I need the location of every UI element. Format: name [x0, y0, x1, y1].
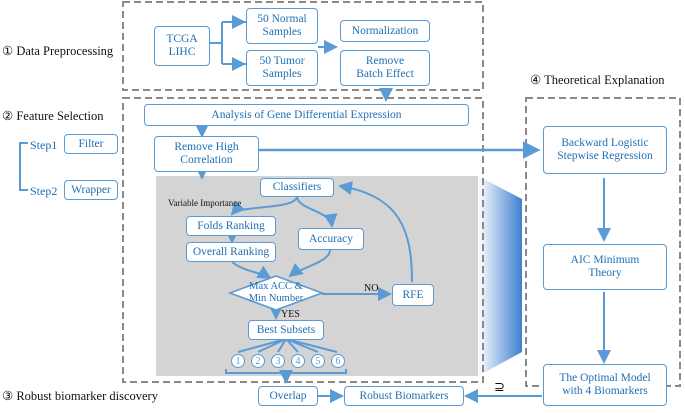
rfe-box: RFE — [392, 284, 434, 306]
best-subsets-box: Best Subsets — [248, 320, 324, 340]
no-label: NO — [364, 283, 379, 294]
tcga-lihc-box: TCGA LIHC — [154, 26, 210, 66]
tumor-samples-box: 50 Tumor Samples — [246, 50, 318, 86]
subset-circle-1: 1 — [231, 354, 245, 368]
aic-minimum-label: AIC Minimum Theory — [570, 254, 640, 279]
tumor-samples-label: 50 Tumor Samples — [259, 55, 305, 80]
wrapper-label: Wrapper — [71, 183, 111, 196]
wrapper-panel — [156, 176, 478, 376]
analysis-box: Analysis of Gene Differential Expression — [144, 104, 469, 126]
superset-symbol: ⊇ — [494, 379, 505, 394]
overlap-box: Overlap — [258, 386, 318, 406]
remove-batch-label: Remove Batch Effect — [356, 55, 414, 80]
normalization-box: Normalization — [340, 20, 430, 42]
subset-circle-5: 5 — [311, 354, 325, 368]
yes-label: YES — [281, 309, 300, 320]
section-theoretical-explanation: ④ Theoretical Explanation — [530, 73, 665, 87]
optimal-model-label: The Optimal Model with 4 Biomarkers — [559, 372, 651, 397]
max-acc-label: Max ACC & Min Number — [248, 281, 304, 304]
subset-circle-6: 6 — [331, 354, 345, 368]
decision-diamond — [227, 275, 325, 311]
remove-batch-box: Remove Batch Effect — [340, 50, 430, 86]
overlap-label: Overlap — [269, 389, 307, 402]
aic-minimum-box: AIC Minimum Theory — [543, 244, 667, 290]
folds-ranking-box: Folds Ranking — [186, 216, 276, 236]
feature-container — [122, 97, 484, 383]
filter-label: Filter — [78, 137, 104, 150]
step1-label: Step1 — [30, 138, 58, 152]
preprocessing-container — [122, 1, 484, 91]
backward-logistic-box: Backward Logistic Stepwise Regression — [543, 126, 667, 174]
folds-ranking-label: Folds Ranking — [197, 219, 265, 232]
optimal-model-box: The Optimal Model with 4 Biomarkers — [543, 364, 667, 406]
variable-importance-label: Variable Importance — [168, 198, 242, 208]
tcga-lihc-label: TCGA LIHC — [166, 33, 198, 58]
subset-circle-3: 3 — [271, 354, 285, 368]
robust-biomarkers-box: Robust Biomarkers — [344, 386, 464, 406]
section-feature-selection: ② Feature Selection — [2, 109, 104, 123]
overall-ranking-box: Overall Ranking — [186, 242, 276, 262]
normal-samples-label: 50 Normal Samples — [257, 13, 307, 38]
remove-correlation-label: Remove High Correlation — [174, 141, 239, 166]
wrapper-box: Wrapper — [64, 180, 118, 200]
backward-logistic-label: Backward Logistic Stepwise Regression — [557, 137, 653, 162]
analysis-label: Analysis of Gene Differential Expression — [211, 108, 402, 121]
robust-biomarkers-label: Robust Biomarkers — [359, 389, 449, 402]
subset-circle-4: 4 — [291, 354, 305, 368]
funnel-shape — [478, 176, 522, 376]
subset-circle-2: 2 — [251, 354, 265, 368]
normal-samples-box: 50 Normal Samples — [246, 8, 318, 44]
rfe-label: RFE — [402, 288, 424, 301]
accuracy-box: Accuracy — [298, 228, 364, 250]
section-robust-discovery: ③ Robust biomarker discovery — [2, 389, 158, 403]
remove-correlation-box: Remove High Correlation — [154, 136, 259, 172]
filter-box: Filter — [64, 134, 118, 154]
overall-ranking-label: Overall Ranking — [192, 245, 270, 258]
accuracy-label: Accuracy — [308, 232, 354, 245]
normalization-label: Normalization — [351, 24, 419, 37]
section-data-preprocessing: ① Data Preprocessing — [2, 44, 114, 58]
best-subsets-label: Best Subsets — [256, 323, 316, 336]
classifiers-box: Classifiers — [260, 178, 334, 197]
step2-label: Step2 — [30, 184, 58, 198]
classifiers-label: Classifiers — [272, 181, 322, 193]
